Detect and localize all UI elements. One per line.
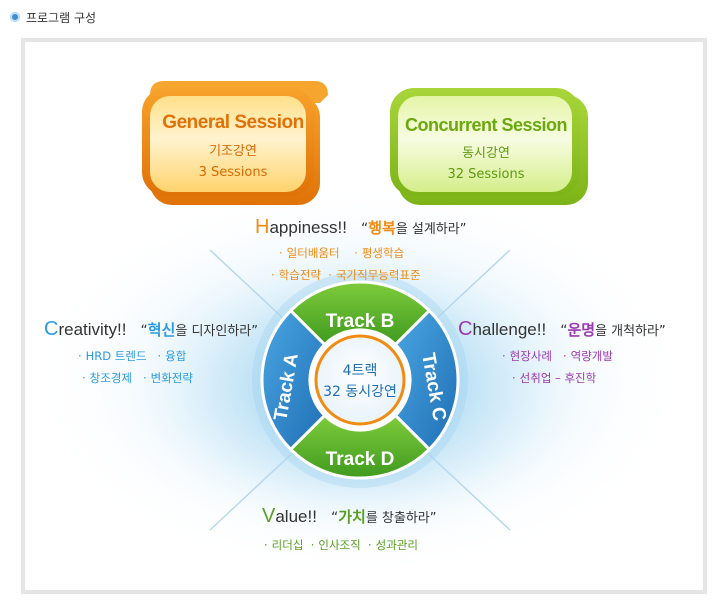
challenge-highlight: 운명 [567,321,596,339]
list-item-row: ·리더십 ·인사조직 ·성과관리 [264,538,418,552]
list-item-row: ·HRD 트렌드 ·융합 [78,349,187,363]
value-rest: 를 창출하라” [365,511,437,526]
general-session-title: General Session [162,112,304,133]
center-line-1: 4트랙 [343,363,378,379]
list-item-row: ·현장사례 ·역량개발 [502,349,613,363]
value-word: alue!! [275,507,317,526]
challenge-rest: 을 개척하라” [595,324,666,339]
track-d-label: Track D [326,449,395,470]
happiness-heading: Happiness!! “행복을 설계하라” [255,216,467,239]
list-item: 인사조직 [318,538,361,552]
challenge-items: ·현장사례 ·역량개발 ·선취업 – 후진학 [502,345,666,389]
list-item: 창조경제 [89,371,132,385]
happiness-items: ·일터배움터 ·평생학습 ·학습전략 ·국가직무능력표준 [271,242,467,286]
challenge-word: hallenge!! [472,320,547,339]
general-session-text: General Session 기조강연 3 Sessions [148,112,318,180]
happiness-highlight: 행복 [368,219,396,237]
general-session-box [142,81,328,205]
creativity-section: Creativity!! “혁신을 디자인하라” ·HRD 트렌드 ·융합 ·창조… [44,318,258,389]
list-item: 리더십 [271,538,304,552]
track-d-segment [288,413,432,480]
creativity-highlight: 혁신 [147,321,176,339]
value-initial: V [262,505,276,527]
creativity-word: reativity!! [58,320,127,339]
happiness-section: Happiness!! “행복을 설계하라” ·일터배움터 ·평생학습 ·학습전략… [255,216,467,286]
value-items: ·리더십 ·인사조직 ·성과관리 [264,534,436,556]
challenge-quote-open: “ [560,323,568,339]
challenge-heading: Challenge!! “운명을 개척하라” [458,318,666,341]
concurrent-session-text: Concurrent Session 동시강연 32 Sessions [396,115,576,182]
section-header: 프로그램 구성 [10,8,96,26]
list-item-row: ·일터배움터 ·평생학습 [279,246,405,260]
list-item-row: ·학습전략 ·국가직무능력표준 [271,268,421,282]
list-item: 역량개발 [570,349,613,363]
happiness-word: appiness!! [269,218,347,237]
concurrent-session-title: Concurrent Session [404,115,568,135]
list-item: 현장사례 [509,349,552,363]
list-item: 선취업 – 후진학 [519,371,597,385]
center-line-2: 32 동시강연 [323,384,397,400]
general-session-sub1: 기조강연 [209,144,257,159]
creativity-rest: 을 디자인하라” [175,324,258,339]
list-item: 일터배움터 [286,246,340,260]
track-b-label: Track B [326,311,395,332]
creativity-items: ·HRD 트렌드 ·융합 ·창조경제 ·변화전략 [78,345,258,389]
track-b-segment [288,280,432,347]
list-item: HRD 트렌드 [85,349,147,363]
list-item: 변화전략 [150,371,193,385]
general-session-sub2: 3 Sessions [198,165,268,180]
track-c-segment [393,308,460,452]
track-a-segment [260,308,327,452]
circle-bullet-icon [10,12,20,22]
value-heading: Value!! “가치를 창출하라” [262,505,436,528]
concurrent-session-box [390,88,588,205]
list-item: 평생학습 [361,246,405,260]
creativity-quote-open: “ [140,323,148,339]
happiness-initial: H [255,216,270,238]
happiness-quote-open: “ [360,221,369,237]
list-item: 성과관리 [375,538,418,552]
challenge-section: Challenge!! “운명을 개척하라” ·현장사례 ·역량개발 ·선취업 –… [458,318,666,389]
creativity-heading: Creativity!! “혁신을 디자인하라” [44,318,258,341]
list-item-row: ·선취업 – 후진학 [512,371,597,385]
value-quote-open: “ [330,510,339,526]
list-item: 학습전략 [278,268,321,282]
list-item: 융합 [165,349,187,363]
creativity-initial: C [44,318,59,340]
value-highlight: 가치 [338,508,366,526]
concurrent-session-sub1: 동시강연 [462,146,510,161]
list-item: 국가직무능력표준 [335,268,421,282]
value-section: Value!! “가치를 창출하라” ·리더십 ·인사조직 ·성과관리 [262,505,436,556]
challenge-initial: C [458,318,473,340]
list-item-row: ·창조경제 ·변화전략 [82,371,193,385]
section-title: 프로그램 구성 [26,10,97,25]
happiness-rest: 을 설계하라” [395,222,467,237]
concurrent-session-sub2: 32 Sessions [447,167,525,182]
